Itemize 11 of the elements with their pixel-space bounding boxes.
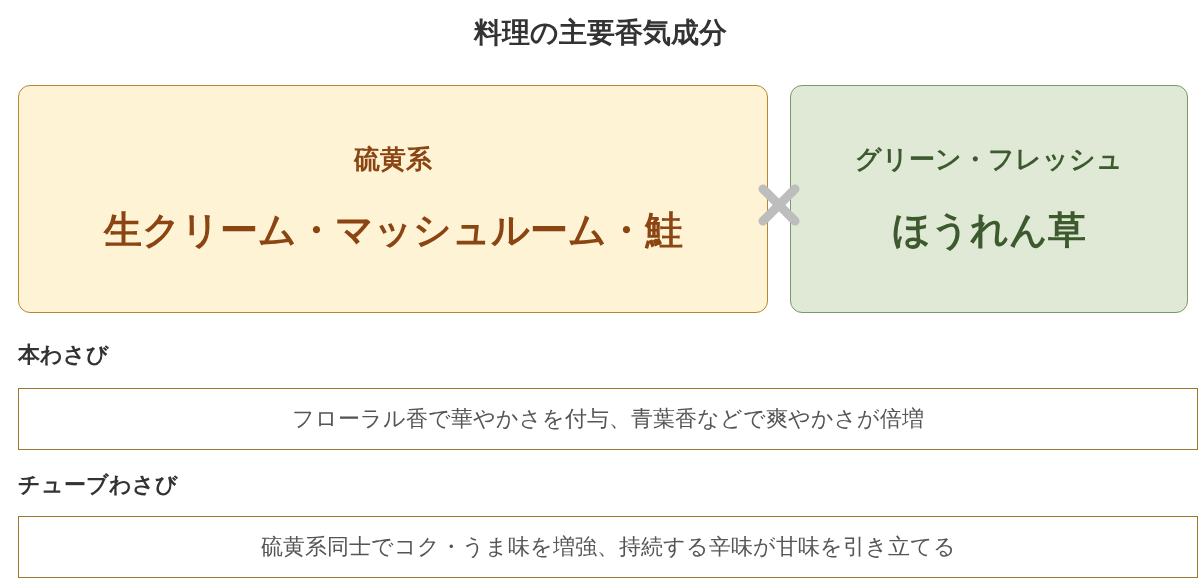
section-heading: 本わさび xyxy=(18,341,109,369)
description-text: 硫黄系同士でコク・うま味を増強、持続する辛味が甘味を引き立てる xyxy=(260,533,956,561)
description-text: フローラル香で華やかさを付与、青葉香などで爽やかさが倍増 xyxy=(292,405,924,433)
category-card xyxy=(18,85,768,313)
category-card xyxy=(790,85,1188,313)
ingredient-text: 生クリーム・マッシュルーム・鮭 xyxy=(103,207,683,254)
card-heading: 硫黄系 xyxy=(354,143,432,176)
ingredient-text: ほうれん草 xyxy=(892,207,1086,254)
diagram-title: 料理の主要香気成分 xyxy=(473,15,727,51)
section-heading: チューブわさび xyxy=(18,471,178,499)
card-heading: グリーン・フレッシュ xyxy=(855,143,1123,176)
